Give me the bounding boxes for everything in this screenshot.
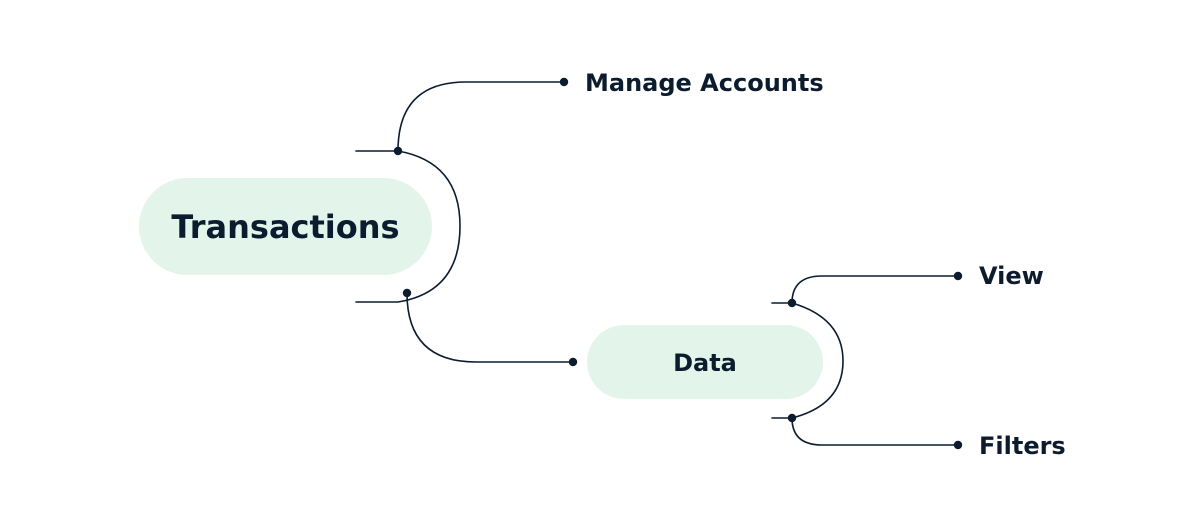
anchor-dot-transactions-top <box>393 146 403 156</box>
connector-to-view <box>791 275 959 304</box>
connector-to-filters <box>791 417 959 446</box>
node-transactions[interactable]: Transactions <box>139 178 432 275</box>
anchor-dot-data-top <box>787 298 797 308</box>
end-dot-view <box>953 271 963 281</box>
leaf-view-label[interactable]: View <box>979 262 1044 290</box>
node-data-pill <box>587 325 823 399</box>
connector-to-manage-accounts <box>397 81 565 152</box>
leaf-manage-accounts-label[interactable]: Manage Accounts <box>585 69 824 97</box>
connector-to-data <box>406 292 574 363</box>
node-transactions-pill <box>139 178 432 275</box>
node-data-label: Data <box>673 349 737 377</box>
end-dot-filters <box>953 440 963 450</box>
leaf-filters-label[interactable]: Filters <box>979 432 1066 460</box>
end-dot-data <box>568 357 578 367</box>
anchor-dot-data-bottom <box>787 413 797 423</box>
node-data[interactable]: Data <box>587 325 823 399</box>
connector-bracket-transactions <box>355 150 461 303</box>
anchor-dot-transactions-bottom <box>402 288 412 298</box>
node-transactions-label: Transactions <box>171 208 399 246</box>
connector-bracket-data <box>771 302 844 419</box>
end-dot-manage-accounts <box>559 77 569 87</box>
